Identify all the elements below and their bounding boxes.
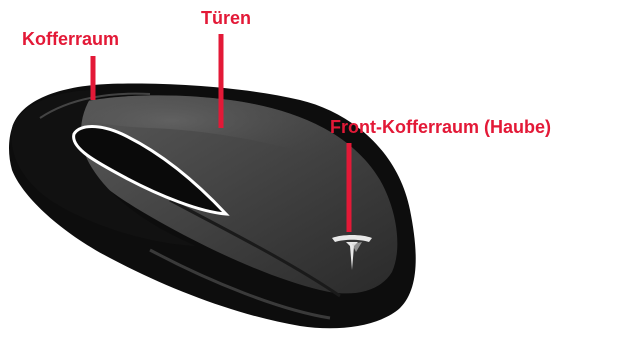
tesla-logo-icon: [332, 235, 372, 270]
rear-window-outline: [72, 125, 230, 216]
panel-seam: [169, 198, 341, 298]
trunk-area: [11, 90, 196, 246]
trunk-label: Kofferraum: [22, 29, 120, 49]
frunk-label: Front-Kofferraum (Haube): [330, 117, 551, 137]
doors-label: Türen: [201, 8, 252, 28]
